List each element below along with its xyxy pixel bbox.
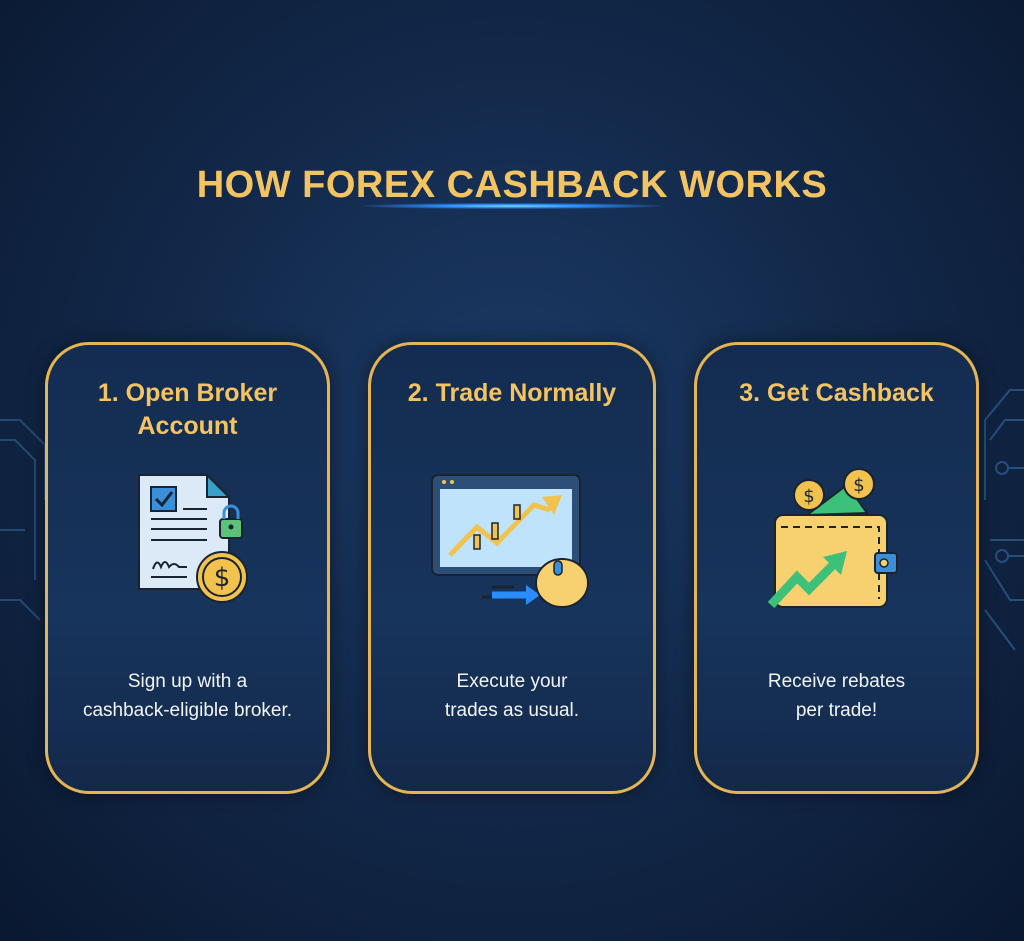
step-card-trade-normally: 2. Trade Normally Execute your trades as… <box>368 342 656 794</box>
step-card-open-account: 1. Open Broker Account $ Sign up with a … <box>45 342 330 794</box>
step-title-line: 1. Open Broker <box>97 379 278 407</box>
svg-text:$: $ <box>213 563 230 593</box>
circuit-decoration-left <box>0 419 46 621</box>
trading-monitor-icon <box>431 474 589 608</box>
step-title-line: Account <box>137 412 238 440</box>
step-description-line: Receive rebates <box>767 671 906 692</box>
step-description: Sign up with a cashback-eligible broker. <box>48 667 327 725</box>
signed-document-icon: $ <box>137 472 248 603</box>
step-description-line: Sign up with a <box>127 671 248 692</box>
step-title-line: 2. Trade Normally <box>407 379 617 407</box>
title-glow-underline <box>362 203 662 209</box>
step-card-get-cashback: 3. Get Cashback $ $ Receive rebates per … <box>694 342 979 794</box>
step-title-line: 3. Get Cashback <box>739 379 934 407</box>
page-title: HOW FOREX CASHBACK WORKS <box>196 164 828 206</box>
step-description-line: Execute your <box>456 671 568 692</box>
svg-text:$: $ <box>803 486 814 507</box>
step-title: 3. Get Cashback <box>697 377 976 410</box>
step-title: 2. Trade Normally <box>371 377 653 410</box>
step-title: 1. Open Broker Account <box>48 377 327 443</box>
step-description-line: per trade! <box>795 700 878 721</box>
svg-text:$: $ <box>853 475 864 496</box>
wallet-cash-icon: $ $ <box>767 468 898 609</box>
step-description: Receive rebates per trade! <box>697 667 976 725</box>
step-description: Execute your trades as usual. <box>371 667 653 725</box>
step-description-line: trades as usual. <box>444 700 580 721</box>
step-description-line: cashback-eligible broker. <box>82 700 293 721</box>
circuit-decoration-right <box>984 389 1024 651</box>
